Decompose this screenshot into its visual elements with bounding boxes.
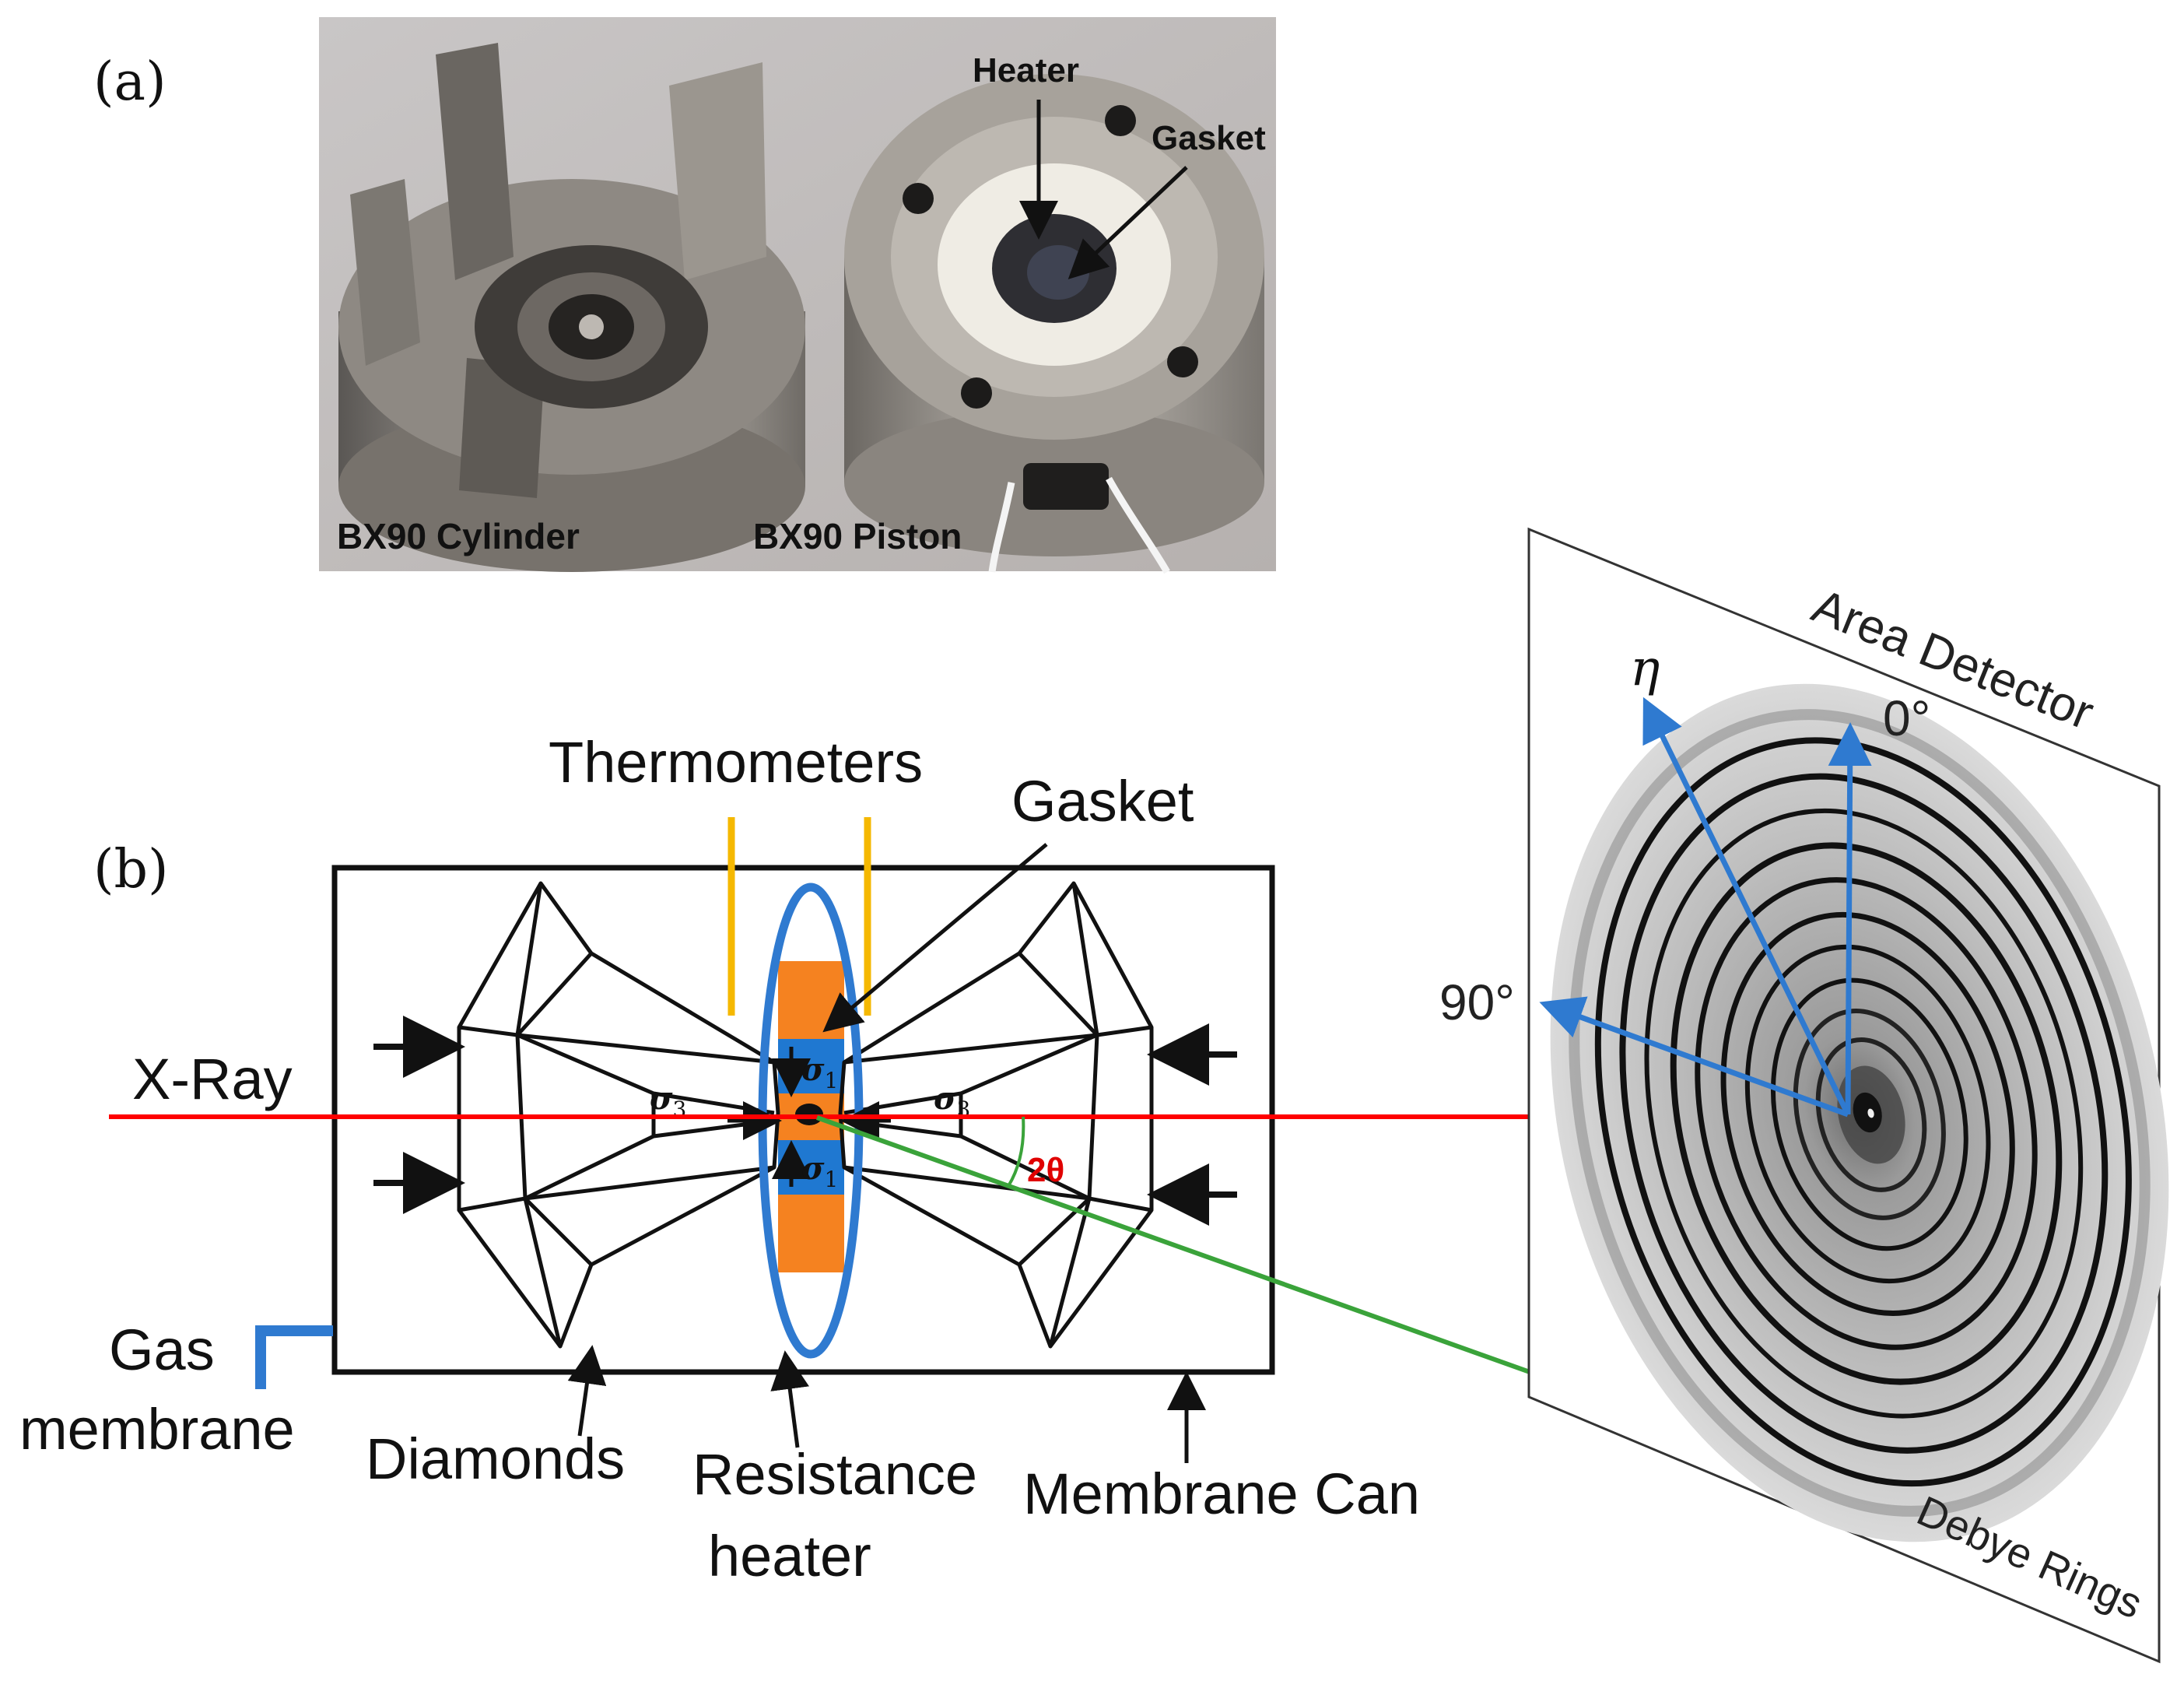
- zero-deg-arrow: [1828, 722, 1872, 1115]
- gas-membrane-bracket: [255, 1325, 333, 1389]
- photo-gasket-label: Gasket: [1152, 119, 1266, 157]
- debye-rings: [1550, 683, 2169, 1542]
- panel-a-label: (a): [93, 51, 167, 113]
- diamond-left: [457, 881, 780, 1349]
- zero-deg-label: 0°: [1883, 690, 1930, 746]
- photo-cylinder-label: BX90 Cylinder: [337, 516, 580, 556]
- gasket-pointer-arrow: [1067, 166, 1188, 279]
- gasket-label-arrow: [822, 843, 1048, 1033]
- ninety-deg-label: 90°: [1439, 974, 1515, 1030]
- photo-bx90: Heater Gasket BX90 Cylinder BX90 Piston: [319, 17, 1276, 574]
- sigma1-label-top: σ1: [801, 1051, 838, 1093]
- thermometers-label: Thermometers: [549, 730, 923, 795]
- bx90-cylinder-illustration: [338, 43, 805, 572]
- photo-heater-label: Heater: [973, 51, 1079, 89]
- gasket-label: Gasket: [1011, 769, 1194, 833]
- gas-membrane-label-line1: Gas: [109, 1318, 215, 1382]
- eta-label: η: [1630, 640, 1660, 697]
- resistance-heater-label-line1: Resistance: [692, 1442, 977, 1507]
- area-detector: η 0° 90° Area Detector Debye Rings: [1439, 527, 2169, 1664]
- photo-piston-label: BX90 Piston: [753, 516, 962, 556]
- membrane-can-label: Membrane Can: [1023, 1462, 1420, 1526]
- ninety-deg-arrow: [1539, 996, 1849, 1118]
- eta-arrow: [1642, 697, 1851, 1116]
- diamonds-pointer-arrow: [567, 1345, 607, 1437]
- xray-label: X-Ray: [132, 1047, 293, 1111]
- gas-membrane-label-line2: membrane: [19, 1397, 295, 1462]
- bx90-piston-illustration: [844, 74, 1264, 574]
- sigma1-label-bottom: σ1: [801, 1150, 838, 1192]
- two-theta-arc: [1007, 1116, 1025, 1188]
- resistance-heater-label-line2: heater: [708, 1524, 871, 1588]
- panel-b-label: (b): [93, 839, 169, 900]
- two-theta-label: 2θ: [1027, 1151, 1064, 1189]
- diamonds-label: Diamonds: [366, 1427, 625, 1491]
- resistance-heater-pointer-arrow: [770, 1350, 809, 1448]
